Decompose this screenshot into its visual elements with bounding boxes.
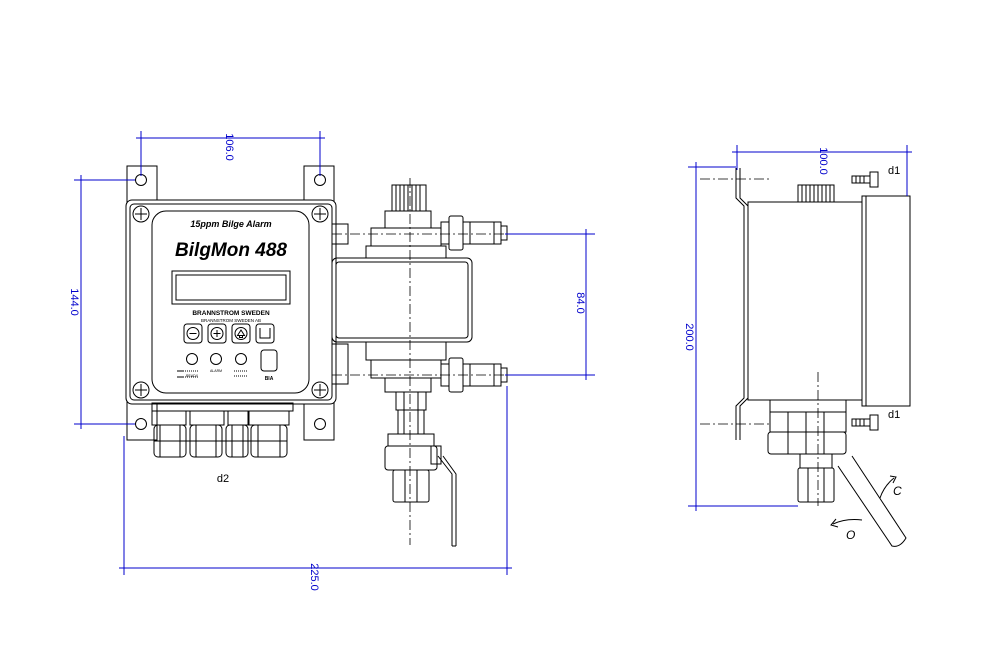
dimension-width-holes: 106.0 <box>136 131 325 176</box>
mounting-hole <box>314 174 326 186</box>
side-body <box>747 201 863 401</box>
maker-line-1: BRANNSTROM SWEDEN <box>192 310 270 317</box>
screw-d1-top-icon <box>851 171 879 188</box>
dim-106: 106.0 <box>223 133 235 161</box>
dim-144: 144.0 <box>68 288 80 316</box>
cable-glands <box>151 402 294 458</box>
dim-84: 84.0 <box>574 292 586 313</box>
dimension-side-height: 200.0 <box>683 162 798 511</box>
plus-button[interactable] <box>207 323 227 344</box>
valve-handle[interactable] <box>437 455 453 546</box>
mounting-hole <box>135 174 147 186</box>
led-indicator <box>210 353 222 365</box>
corner-screw-icon <box>311 205 329 223</box>
label-open: O <box>846 528 855 542</box>
valve-handle-edge <box>442 455 457 546</box>
sensor-block <box>331 184 473 411</box>
enter-icon <box>259 328 271 339</box>
minus-button[interactable] <box>183 323 203 344</box>
led-label-alarm: ALARM <box>210 369 222 373</box>
side-valve-handle[interactable] <box>837 455 907 547</box>
up-arrow-icon <box>236 329 246 338</box>
panel-subtitle: 15ppm Bilge Alarm <box>190 219 271 229</box>
front-panel <box>151 210 310 394</box>
dimensions: 106.0 144.0 84.0 225.0 100.0 <box>68 131 912 591</box>
label-d1-bottom: d1 <box>888 409 900 421</box>
enter-button[interactable] <box>255 323 275 344</box>
dim-225: 225.0 <box>308 563 320 591</box>
display-screen <box>175 274 287 301</box>
open-arrow-icon <box>832 519 863 525</box>
side-bottom-fittings <box>767 399 847 503</box>
display-outer <box>171 270 291 305</box>
dimension-pipe-spacing: 84.0 <box>505 229 595 380</box>
mounting-hole <box>135 418 147 430</box>
side-view: d1 d1 C O <box>700 165 911 547</box>
led-label-ready: READY <box>186 374 199 378</box>
sensor-cap-icon <box>391 184 427 212</box>
dimension-overall-width: 225.0 <box>119 386 512 591</box>
led-indicator <box>186 353 198 365</box>
enclosure-outer <box>125 199 337 405</box>
close-arrow-icon <box>879 477 895 499</box>
up-button[interactable] <box>231 323 251 344</box>
inlet-fitting <box>440 215 508 251</box>
screw-d1-bottom-icon <box>851 414 879 431</box>
ball-valve <box>384 409 442 503</box>
wall-bracket <box>735 168 745 440</box>
bottom-right-bracket <box>303 401 335 441</box>
maker-line-2: BRANNSTROM SWEDEN AB <box>201 318 261 323</box>
corner-screw-icon <box>132 381 150 399</box>
dimension-height-holes: 144.0 <box>68 175 135 429</box>
led-indicator <box>235 353 247 365</box>
side-front-panel <box>861 195 911 407</box>
plus-icon <box>213 330 221 337</box>
label-d1-top: d1 <box>888 165 900 177</box>
badge-text: BIA <box>265 376 274 382</box>
label-d2: d2 <box>217 473 229 485</box>
label-close: C <box>893 484 902 498</box>
dim-100: 100.0 <box>817 147 829 175</box>
corner-screw-icon <box>132 205 150 223</box>
dimension-side-depth: 100.0 <box>732 145 912 196</box>
front-view: 15ppm Bilge Alarm BilgMon 488 BRANNSTROM… <box>125 165 525 547</box>
panel-title: BilgMon 488 <box>175 240 287 261</box>
side-sensor-cap-icon <box>797 184 835 203</box>
dim-200: 200.0 <box>683 323 695 351</box>
mounting-hole <box>314 418 326 430</box>
corner-screw-icon <box>311 381 329 399</box>
reset-key[interactable] <box>260 349 278 372</box>
